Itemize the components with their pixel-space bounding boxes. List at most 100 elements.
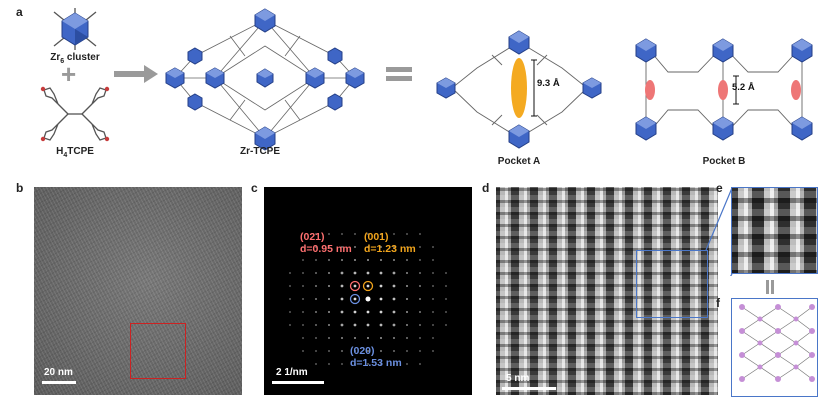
fft-spot	[380, 350, 382, 352]
panel-label-a: a	[16, 5, 23, 19]
pocket-b-dimension: 5.2 Å	[732, 82, 755, 93]
fft-spot	[406, 285, 408, 287]
scale-bar-d-label: 5 nm	[506, 373, 530, 384]
fft-spot	[315, 337, 317, 339]
fft-spot	[315, 233, 317, 235]
pocket-a-dimension: 9.3 Å	[537, 78, 560, 89]
fft-spot	[445, 324, 447, 326]
fft-spot	[393, 259, 395, 261]
fft-spot	[328, 298, 330, 300]
fft-spot	[302, 272, 304, 274]
fft-spot	[354, 259, 356, 261]
fft-spot	[302, 311, 304, 313]
fft-spot	[393, 233, 395, 235]
pocket-a-void	[511, 58, 527, 118]
fft-spot	[419, 311, 421, 313]
synthesis-arrow	[114, 65, 158, 83]
fft-spot	[432, 246, 434, 248]
fft-spot	[366, 284, 370, 288]
fft-spot	[419, 350, 421, 352]
scale-bar-d	[502, 387, 556, 390]
plus-sign: +	[61, 59, 77, 89]
pocket-a-illustration	[436, 30, 602, 149]
fft-spot	[392, 297, 396, 301]
fft-spot	[315, 363, 317, 365]
scale-bar-b-label: 20 nm	[44, 367, 73, 378]
fft-spot	[380, 363, 382, 365]
fft-spot	[328, 246, 330, 248]
fft-spot	[406, 324, 408, 326]
fft-spot	[406, 311, 408, 313]
fft-spot	[289, 272, 291, 274]
fft-spot	[406, 298, 408, 300]
fft-label-021: (021)d=0.95 nm	[300, 231, 352, 255]
roi-box-b	[130, 323, 186, 379]
fft-spot	[392, 323, 396, 327]
fft-spot	[432, 259, 434, 261]
fft-spot	[315, 272, 317, 274]
pocket-b-void	[718, 80, 728, 100]
fft-spot	[341, 363, 343, 365]
zr-tcpe-framework-illustration	[165, 8, 365, 151]
fft-spot	[328, 363, 330, 365]
pocket-b-caption: Pocket B	[702, 156, 746, 167]
fft-spot	[419, 259, 421, 261]
fft-spots	[289, 233, 447, 365]
fft-spot	[328, 350, 330, 352]
fft-spot	[432, 337, 434, 339]
fft-spot	[315, 246, 317, 248]
fft-spot	[419, 363, 421, 365]
panel-label-d: d	[482, 181, 490, 195]
fft-spot	[354, 337, 356, 339]
fft-pattern: (021)d=0.95 nm (001)d=1.23 nm (020)d=1.5…	[264, 187, 472, 395]
fft-spot	[379, 323, 383, 327]
fft-spot	[392, 310, 396, 314]
equals-e-f	[766, 280, 774, 294]
fft-spot	[379, 284, 383, 288]
fft-spot	[392, 271, 396, 275]
fft-spot	[392, 284, 396, 288]
fft-spot	[302, 298, 304, 300]
fft-spot	[328, 272, 330, 274]
fft-spot	[341, 337, 343, 339]
fft-spot	[419, 285, 421, 287]
fft-label-001: (001)d=1.23 nm	[364, 231, 416, 255]
fft-spot	[406, 363, 408, 365]
fft-spot	[354, 363, 356, 365]
fft-spot	[445, 298, 447, 300]
zoom-connector-lines	[705, 187, 733, 276]
fft-spot	[419, 337, 421, 339]
fft-spot	[419, 272, 421, 274]
fft-spot	[406, 233, 408, 235]
fft-spot	[445, 285, 447, 287]
h4tcpe-caption: H4TCPE	[56, 146, 94, 159]
fft-spot	[289, 298, 291, 300]
fft-spot	[432, 272, 434, 274]
fft-spot	[367, 337, 369, 339]
fft-spot	[406, 272, 408, 274]
equals-sign	[386, 67, 412, 81]
panel-label-f: f	[716, 296, 720, 310]
fft-circle-021	[349, 280, 361, 292]
fft-spot	[406, 350, 408, 352]
fft-spot	[379, 310, 383, 314]
fft-spot	[328, 324, 330, 326]
fft-spot	[353, 271, 357, 275]
zr6-cluster-illustration	[53, 8, 97, 50]
fft-spot	[302, 259, 304, 261]
fft-spot	[289, 324, 291, 326]
fft-spot	[419, 298, 421, 300]
fft-spot	[302, 285, 304, 287]
fft-spot	[341, 233, 343, 235]
fft-spot	[379, 271, 383, 275]
fft-spot	[340, 271, 344, 275]
fft-spot	[419, 324, 421, 326]
zr6-cluster-caption: Zr6 cluster	[50, 52, 100, 65]
fft-spot	[432, 350, 434, 352]
fft-spot	[302, 324, 304, 326]
fft-spot	[406, 337, 408, 339]
fft-spot	[353, 310, 357, 314]
fft-spot	[367, 350, 369, 352]
panel-label-c: c	[251, 181, 258, 195]
fft-spot	[340, 323, 344, 327]
